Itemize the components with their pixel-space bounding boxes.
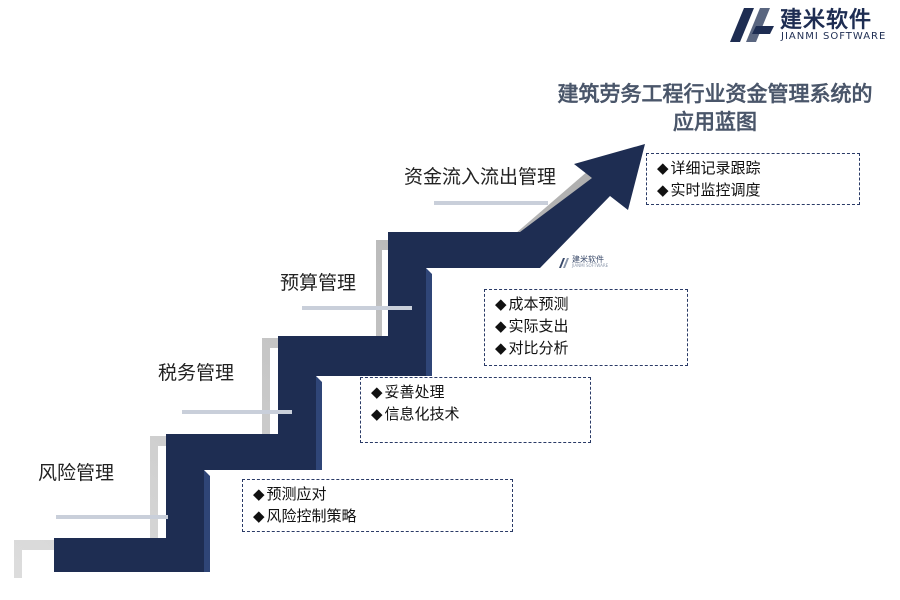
detail-item: 成本预测 [495,293,679,315]
watermark-mark-icon [559,258,569,268]
step-label-cashflow: 资金流入流出管理 [404,166,557,188]
step-label-budget: 预算管理 [280,272,357,294]
detail-item: 实际支出 [495,315,679,337]
detail-item: 信息化技术 [371,403,582,425]
brand-logo: 建米软件 JIANMI SOFTWARE [726,0,900,50]
watermark-logo: 建米软件 JIANMI SOFTWARE [558,254,608,273]
detail-item: 实时监控调度 [657,179,851,201]
detail-box-tax: 妥善处理 信息化技术 [360,377,591,443]
watermark-name: 建米软件 [572,255,604,264]
detail-item: 妥善处理 [371,381,582,403]
staircase-edge [204,268,432,572]
detail-item: 详细记录跟踪 [657,157,851,179]
staircase-body [54,144,645,572]
logo-name: 建米软件 [780,8,873,33]
detail-item: 风险控制策略 [253,505,504,527]
title-line-2: 应用蓝图 [673,109,757,134]
page-title: 建筑劳务工程行业资金管理系统的 应用蓝图 [520,80,900,136]
detail-item: 预测应对 [253,483,504,505]
detail-box-risk: 预测应对 风险控制策略 [242,479,513,532]
logo-subtitle: JIANMI SOFTWARE [781,31,887,42]
detail-item: 对比分析 [495,337,679,359]
step-label-risk: 风险管理 [38,462,115,484]
detail-box-budget: 成本预测 实际支出 对比分析 [484,289,688,366]
logo-mark-icon [730,8,774,42]
title-line-1: 建筑劳务工程行业资金管理系统的 [557,81,873,106]
step-label-tax: 税务管理 [158,362,235,384]
watermark-subtitle: JIANMI SOFTWARE [572,263,609,268]
detail-box-cashflow: 详细记录跟踪 实时监控调度 [646,153,860,205]
